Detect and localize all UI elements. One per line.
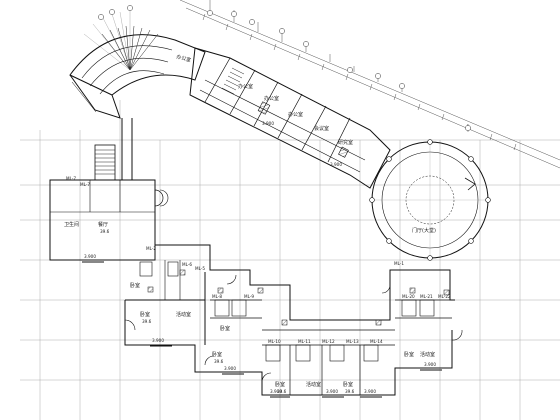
ml-tag: ML-20 (402, 294, 415, 299)
room-label: 办公室 (175, 53, 191, 64)
elevation-tag: 3.900 (270, 389, 282, 394)
room-label: 39.6 (142, 319, 152, 324)
ml-tag: ML-5 (195, 266, 205, 271)
room-label: 39.6 (100, 229, 110, 234)
room-label: 卧室 (220, 325, 230, 332)
room-label: 活动室 (420, 351, 435, 358)
room-label: 卧室 (404, 351, 414, 358)
ml-tag: ML-10 (268, 339, 281, 344)
ml-tag: ML-6 (182, 262, 192, 267)
room-label: 餐厅 (98, 221, 108, 228)
hatched-shaft (338, 146, 349, 158)
elevation-tag: 3.900 (424, 362, 436, 367)
hatched-shaft (257, 101, 271, 115)
room-label: 39.6 (277, 389, 287, 394)
ml-tag: ML-9 (244, 294, 254, 299)
elevation-tag: 3.900 (224, 366, 236, 371)
room-label: 卧室 (212, 351, 222, 358)
room-label: 会议室 (314, 125, 329, 132)
window-sills (82, 261, 442, 398)
ml-tag: ML-21 (420, 294, 433, 299)
elevation-tag: 3.900 (152, 338, 164, 343)
ml-tag: ML-12 (322, 339, 335, 344)
room-label: 卧室 (275, 381, 285, 388)
room-label: 卧室 (343, 381, 353, 388)
bathroom-pods (139, 261, 435, 362)
ml-tag: ML-14 (370, 339, 383, 344)
dimension-chain (179, 0, 560, 169)
room-label: 卧室 (130, 282, 140, 289)
hatched-columns (147, 269, 450, 326)
room-label: 活动室 (306, 381, 321, 388)
door-swings (124, 189, 463, 383)
elevation-tag: 3.900 (326, 389, 338, 394)
ml-tag: ML-7 (80, 182, 90, 187)
elevation-tag: 3.900 (364, 389, 376, 394)
rotunda-columns (369, 139, 491, 261)
room-label: 办公室 (264, 95, 279, 102)
left-stair (95, 149, 115, 175)
room-label: 门厅(大堂) (412, 227, 436, 234)
room-label: 办公室 (288, 111, 303, 118)
grid-markers (98, 5, 471, 131)
room-label: 研究室 (338, 139, 353, 146)
room-label: 卫生间 (64, 221, 79, 228)
ml-tag: ML-7 (66, 176, 76, 181)
elevation-tag: 3.900 (330, 162, 342, 167)
fan-wing (69, 34, 206, 119)
room-label: 39.6 (345, 389, 355, 394)
room-label: 卧室 (140, 311, 150, 318)
fan-stair (101, 25, 159, 71)
room-label: 办公室 (238, 83, 253, 90)
lower-wing (124, 244, 455, 396)
ml-tag: ML-1 (394, 261, 404, 266)
room-label: 39.6 (214, 359, 224, 364)
ml-tag: ML-11 (298, 339, 311, 344)
diagonal-stair (221, 67, 245, 95)
room-label: 活动室 (176, 311, 191, 318)
stem-corridor (121, 118, 133, 180)
ml-tag: ML-2 (146, 246, 156, 251)
elevation-tag: 3.900 (84, 254, 96, 259)
ml-tag: ML-22 (438, 294, 451, 299)
ml-tag: ML-8 (212, 294, 222, 299)
ml-tag: ML-13 (346, 339, 359, 344)
left-block (49, 144, 164, 261)
diagonal-wing (189, 47, 391, 189)
elevation-tag: 3.900 (262, 121, 274, 126)
